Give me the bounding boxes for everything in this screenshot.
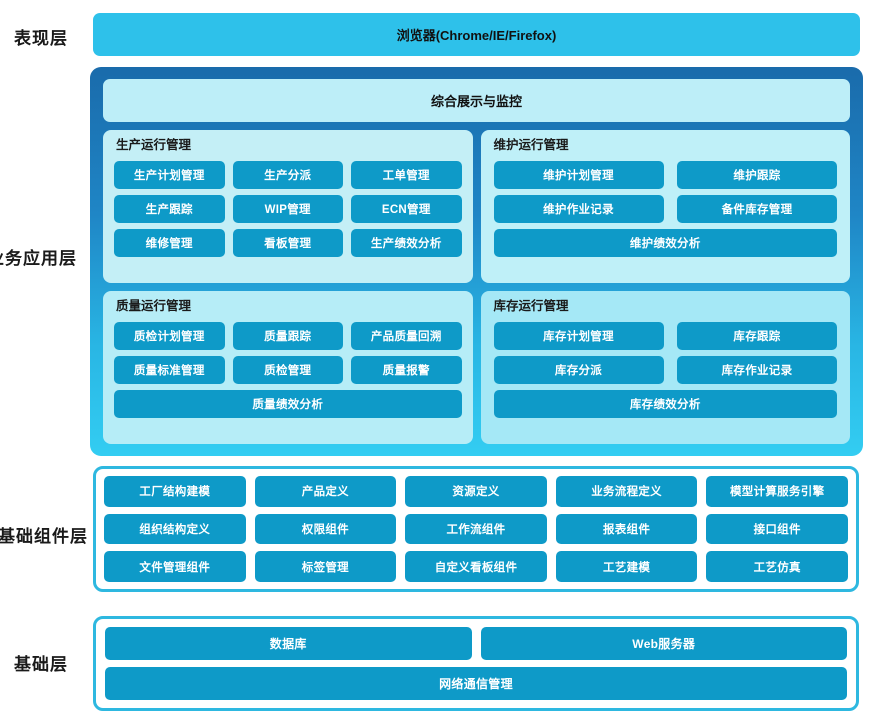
panel-title-quality: 质量运行管理 bbox=[116, 299, 192, 313]
chip-production-tracking[interactable]: 生产跟踪 bbox=[114, 194, 225, 223]
inventory-row-3: 库存绩效分析 bbox=[492, 389, 840, 418]
base-row-2: 网络通信管理 bbox=[105, 667, 847, 700]
quality-row-2: 质量标准管理 质检管理 质量报警 bbox=[114, 355, 462, 384]
chip-product-quality-traceability[interactable]: 产品质量回溯 bbox=[351, 321, 462, 350]
chip-work-order[interactable]: 工单管理 bbox=[351, 160, 462, 189]
business-layer-inner: 综合展示与监控 生产运行管理 生产计划管理 生产分派 工单管理 生产跟踪 bbox=[97, 74, 856, 449]
chip-report-component[interactable]: 报表组件 bbox=[555, 513, 698, 545]
chip-inventory-tracking[interactable]: 库存跟踪 bbox=[677, 321, 837, 350]
presentation-browser-label: 浏览器(Chrome/IE/Firefox) bbox=[396, 28, 557, 43]
inventory-row-1: 库存计划管理 库存跟踪 bbox=[492, 321, 840, 350]
chip-maintenance-performance[interactable]: 维护绩效分析 bbox=[493, 228, 837, 257]
maintenance-row-1: 维护计划管理 维护跟踪 bbox=[492, 160, 840, 189]
chip-inventory-dispatch[interactable]: 库存分派 bbox=[493, 355, 664, 384]
presentation-browser-bar[interactable]: 浏览器(Chrome/IE/Firefox) bbox=[93, 13, 860, 56]
chip-inventory-record[interactable]: 库存作业记录 bbox=[677, 355, 837, 384]
chip-inspection-plan[interactable]: 质检计划管理 bbox=[114, 321, 225, 350]
panel-production-management: 生产运行管理 生产计划管理 生产分派 工单管理 生产跟踪 WIP管理 ECN管理 bbox=[103, 130, 473, 283]
panel-title-inventory: 库存运行管理 bbox=[493, 299, 569, 313]
chip-production-dispatch[interactable]: 生产分派 bbox=[232, 160, 343, 189]
chip-factory-structure-modeling[interactable]: 工厂结构建模 bbox=[104, 476, 246, 507]
chip-interface-component[interactable]: 接口组件 bbox=[706, 513, 848, 545]
chip-inspection-management[interactable]: 质检管理 bbox=[232, 355, 343, 384]
chip-workflow-component[interactable]: 工作流组件 bbox=[405, 513, 547, 545]
inventory-row-2: 库存分派 库存作业记录 bbox=[492, 355, 840, 384]
basic-component-layer: 工厂结构建模 产品定义 资源定义 业务流程定义 模型计算服务引擎 组织结构定义 … bbox=[93, 466, 859, 592]
maintenance-row-3: 维护绩效分析 bbox=[492, 228, 840, 257]
base-infrastructure-layer: 数据库 Web服务器 网络通信管理 bbox=[93, 616, 859, 711]
chip-production-plan[interactable]: 生产计划管理 bbox=[114, 160, 225, 189]
production-button-rows: 生产计划管理 生产分派 工单管理 生产跟踪 WIP管理 ECN管理 维修管理 看… bbox=[114, 160, 462, 257]
quality-button-rows: 质检计划管理 质量跟踪 产品质量回溯 质量标准管理 质检管理 质量报警 质量绩效… bbox=[114, 321, 462, 418]
chip-quality-performance[interactable]: 质量绩效分析 bbox=[114, 389, 462, 418]
production-row-3: 维修管理 看板管理 生产绩效分析 bbox=[114, 228, 462, 257]
chip-permission-component[interactable]: 权限组件 bbox=[254, 513, 397, 545]
chip-process-modeling[interactable]: 工艺建模 bbox=[555, 551, 698, 582]
business-application-layer: 综合展示与监控 生产运行管理 生产计划管理 生产分派 工单管理 生产跟踪 bbox=[90, 67, 863, 456]
chip-model-calculation-engine[interactable]: 模型计算服务引擎 bbox=[706, 476, 848, 507]
chip-production-performance[interactable]: 生产绩效分析 bbox=[351, 228, 462, 257]
layer-label-business: 业务应用层 bbox=[0, 249, 77, 268]
chip-network-communication-management[interactable]: 网络通信管理 bbox=[105, 667, 847, 700]
chip-repair-management[interactable]: 维修管理 bbox=[114, 228, 225, 257]
panel-maintenance-management: 维护运行管理 维护计划管理 维护跟踪 维护作业记录 备件库存管理 维护绩效分析 bbox=[480, 130, 850, 283]
layer-label-presentation: 表现层 bbox=[14, 29, 68, 48]
chip-inventory-performance[interactable]: 库存绩效分析 bbox=[493, 389, 837, 418]
chip-inventory-plan[interactable]: 库存计划管理 bbox=[493, 321, 664, 350]
maintenance-row-2: 维护作业记录 备件库存管理 bbox=[492, 194, 840, 223]
business-panel-grid: 生产运行管理 生产计划管理 生产分派 工单管理 生产跟踪 WIP管理 ECN管理 bbox=[103, 130, 850, 444]
chip-quality-tracking[interactable]: 质量跟踪 bbox=[232, 321, 343, 350]
quality-row-1: 质检计划管理 质量跟踪 产品质量回溯 bbox=[114, 321, 462, 350]
chip-org-structure-definition[interactable]: 组织结构定义 bbox=[104, 513, 246, 545]
component-grid: 工厂结构建模 产品定义 资源定义 业务流程定义 模型计算服务引擎 组织结构定义 … bbox=[104, 476, 848, 582]
panel-title-maintenance: 维护运行管理 bbox=[493, 138, 569, 152]
chip-maintenance-tracking[interactable]: 维护跟踪 bbox=[677, 160, 837, 189]
chip-product-definition[interactable]: 产品定义 bbox=[254, 476, 397, 507]
chip-quality-standard[interactable]: 质量标准管理 bbox=[114, 355, 225, 384]
layer-label-component: 基础组件层 bbox=[0, 527, 88, 546]
chip-process-simulation[interactable]: 工艺仿真 bbox=[706, 551, 848, 582]
panel-title-production: 生产运行管理 bbox=[116, 138, 192, 152]
integrated-monitoring-bar[interactable]: 综合展示与监控 bbox=[103, 79, 850, 122]
production-row-1: 生产计划管理 生产分派 工单管理 bbox=[114, 160, 462, 189]
chip-spare-parts-inventory[interactable]: 备件库存管理 bbox=[677, 194, 837, 223]
chip-business-process-definition[interactable]: 业务流程定义 bbox=[555, 476, 698, 507]
base-row-1: 数据库 Web服务器 bbox=[105, 627, 847, 660]
chip-maintenance-plan[interactable]: 维护计划管理 bbox=[493, 160, 664, 189]
chip-maintenance-record[interactable]: 维护作业记录 bbox=[493, 194, 664, 223]
chip-quality-alarm[interactable]: 质量报警 bbox=[351, 355, 462, 384]
chip-web-server[interactable]: Web服务器 bbox=[480, 627, 847, 660]
chip-label-management[interactable]: 标签管理 bbox=[254, 551, 397, 582]
quality-row-3: 质量绩效分析 bbox=[114, 389, 462, 418]
panel-quality-management: 质量运行管理 质检计划管理 质量跟踪 产品质量回溯 质量标准管理 质检管理 质量… bbox=[103, 291, 473, 444]
inventory-button-rows: 库存计划管理 库存跟踪 库存分派 库存作业记录 库存绩效分析 bbox=[492, 321, 840, 418]
chip-kanban-management[interactable]: 看板管理 bbox=[232, 228, 343, 257]
chip-wip-management[interactable]: WIP管理 bbox=[232, 194, 343, 223]
layer-label-base: 基础层 bbox=[14, 655, 68, 674]
integrated-monitoring-label: 综合展示与监控 bbox=[430, 94, 522, 109]
panel-inventory-management: 库存运行管理 库存计划管理 库存跟踪 库存分派 库存作业记录 库存绩效分析 bbox=[480, 291, 850, 444]
chip-ecn-management[interactable]: ECN管理 bbox=[351, 194, 462, 223]
chip-custom-kanban-component[interactable]: 自定义看板组件 bbox=[405, 551, 547, 582]
chip-resource-definition[interactable]: 资源定义 bbox=[405, 476, 547, 507]
production-row-2: 生产跟踪 WIP管理 ECN管理 bbox=[114, 194, 462, 223]
maintenance-button-rows: 维护计划管理 维护跟踪 维护作业记录 备件库存管理 维护绩效分析 bbox=[492, 160, 840, 257]
chip-database[interactable]: 数据库 bbox=[105, 627, 472, 660]
chip-file-management-component[interactable]: 文件管理组件 bbox=[104, 551, 246, 582]
